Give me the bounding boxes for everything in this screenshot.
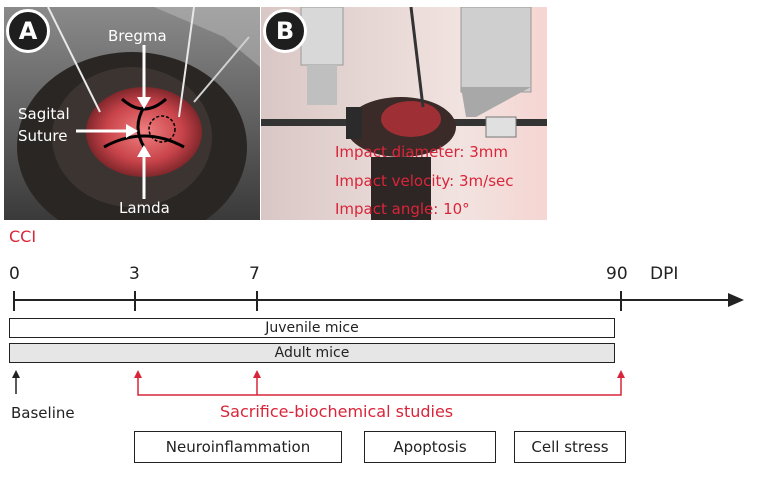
timepoint-label-3: 3 [129, 264, 140, 284]
baseline-arrow [12, 370, 20, 378]
sacrifice-arrows [12, 370, 625, 396]
sagital-label-line1: Sagital [18, 105, 70, 123]
timeline-arrowhead [728, 293, 744, 307]
sacrifice-arrow-3 [134, 370, 142, 378]
adult-mice-bar: Adult mice [9, 343, 615, 363]
panel-a-photo: A Bregma Sagital Suture Lamda [4, 7, 260, 220]
study-box-apoptosis: Apoptosis [364, 431, 496, 463]
timeline-axis [13, 291, 744, 311]
panel-a-badge: A [6, 9, 50, 53]
juvenile-mice-bar: Juvenile mice [9, 318, 615, 338]
mouse-head-surgery-illustration [4, 7, 260, 220]
timepoint-label-7: 7 [249, 264, 260, 284]
impactor-device-illustration [261, 7, 547, 220]
sacrifice-label: Sacrifice-biochemical studies [220, 402, 454, 421]
lamda-label: Lamda [119, 199, 170, 217]
timepoint-label-0: 0 [9, 264, 20, 284]
study-box-cell-stress: Cell stress [514, 431, 626, 463]
timepoint-label-90: 90 [606, 264, 628, 284]
impact-velocity-text: Impact velocity: 3m/sec [335, 172, 514, 190]
baseline-label: Baseline [11, 404, 75, 422]
panel-b-photo: B Impact diameter: 3mm Impact velocity: … [261, 7, 547, 220]
study-box-neuroinflammation: Neuroinflammation [134, 431, 342, 463]
cci-label: CCI [9, 227, 37, 246]
impact-diameter-text: Impact diameter: 3mm [335, 143, 508, 161]
sagital-label-line2: Suture [18, 127, 68, 145]
bregma-label: Bregma [108, 27, 167, 45]
timeline-unit-label: DPI [650, 264, 679, 284]
sacrifice-arrow-90 [617, 370, 625, 378]
panel-b-badge: B [263, 9, 307, 53]
sacrifice-arrow-7 [253, 370, 261, 378]
impact-angle-text: Impact angle: 10° [335, 200, 470, 218]
